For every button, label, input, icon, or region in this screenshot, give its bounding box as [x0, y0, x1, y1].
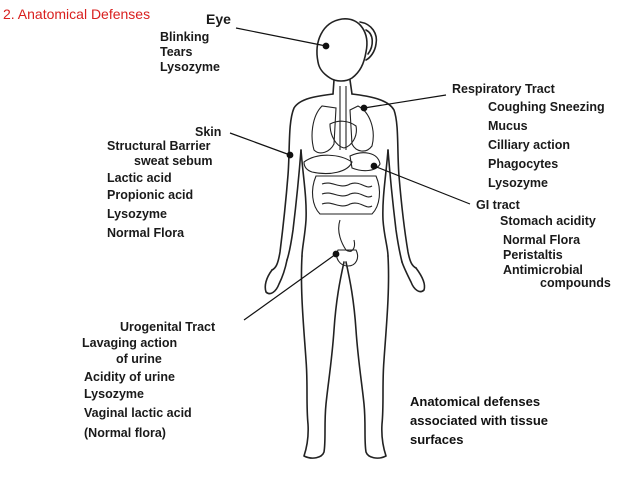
pointer-lines — [229, 27, 471, 321]
gi-item: Peristaltis — [503, 248, 563, 262]
page-title: 2. Anatomical Defenses — [3, 6, 151, 22]
eye-title: Eye — [206, 11, 231, 27]
urogenital-title: Urogenital Tract — [120, 320, 216, 334]
eye-item: Lysozyme — [160, 60, 220, 74]
eye-pointer-line — [235, 27, 327, 47]
gi-item: Normal Flora — [503, 233, 581, 247]
respiratory-pointer-dot — [360, 104, 368, 112]
gi-item: Stomach acidity — [500, 214, 596, 228]
gi-pointer-line — [373, 165, 471, 205]
respiratory-item: Mucus — [488, 119, 528, 133]
skin-item: Lysozyme — [107, 207, 167, 221]
skin-pointer-line — [229, 132, 291, 156]
skin-item: Structural Barrier — [107, 139, 211, 153]
respiratory-item: Cilliary action — [488, 138, 570, 152]
caption-line: surfaces — [410, 432, 464, 447]
caption-line: Anatomical defenses — [410, 394, 541, 409]
respiratory-item: Lysozyme — [488, 176, 548, 190]
human-body-outline — [264, 18, 426, 459]
respiratory-pointer-line — [363, 94, 447, 109]
urogenital-item: Lysozyme — [84, 387, 144, 401]
urogenital-pointer-line — [243, 253, 337, 321]
gi-item: Antimicrobial — [503, 263, 583, 277]
skin-title: Skin — [195, 125, 222, 139]
skin-pointer-dot — [286, 151, 294, 159]
skin-item: Normal Flora — [107, 226, 185, 240]
gi-title: GI tract — [476, 198, 520, 212]
urogenital-item: Vaginal lactic acid — [84, 406, 192, 420]
respiratory-title: Respiratory Tract — [452, 82, 555, 96]
respiratory-item: Coughing Sneezing — [488, 100, 605, 114]
eye-pointer-dot — [322, 42, 330, 50]
urogenital-item: of urine — [116, 352, 162, 366]
gi-item: compounds — [540, 276, 611, 290]
skin-item: sweat sebum — [134, 154, 213, 168]
urogenital-pointer-dot — [332, 250, 340, 258]
eye-item: Blinking — [160, 30, 210, 44]
skin-item: Propionic acid — [107, 188, 194, 202]
eye-item: Tears — [160, 45, 193, 59]
respiratory-item: Phagocytes — [488, 157, 559, 171]
gi-pointer-dot — [370, 162, 378, 170]
urogenital-item: (Normal flora) — [84, 426, 166, 440]
diagram-caption: Anatomical defenses associated with tiss… — [410, 392, 548, 449]
urogenital-item: Lavaging action — [82, 336, 178, 350]
internal-organs — [303, 86, 381, 267]
skin-item: Lactic acid — [107, 171, 172, 185]
urogenital-item: Acidity of urine — [84, 370, 175, 384]
caption-line: associated with tissue — [410, 413, 548, 428]
